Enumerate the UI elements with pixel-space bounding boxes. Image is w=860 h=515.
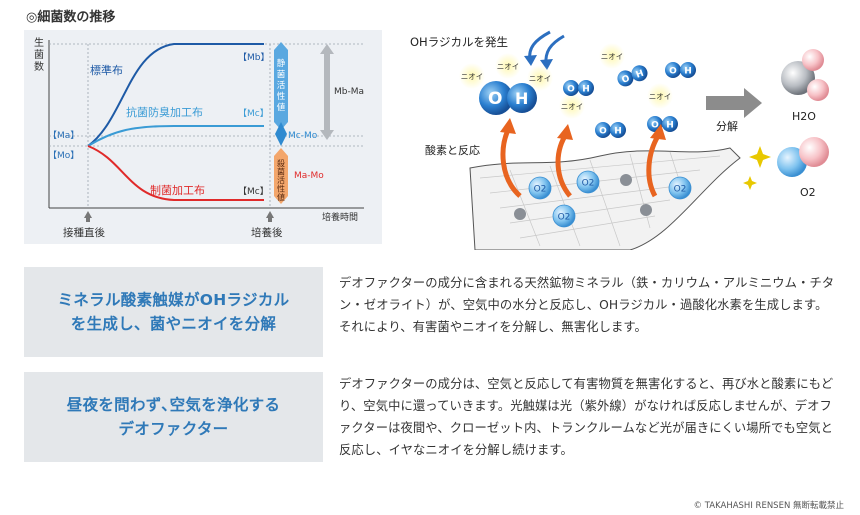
oh-big-h	[507, 83, 537, 113]
y-axis-label-vertical: 生 菌 数	[34, 36, 44, 73]
bacteria-count-chart: 生 菌 数 【Ma】 【Mo】 標準布 抗菌防臭加工布 制菌加工布 【Mb】 【…	[24, 30, 382, 244]
odor-glow	[527, 65, 553, 91]
react-oxygen-label: 酸素と反応	[425, 143, 480, 157]
vertical-char: 菌	[277, 69, 286, 80]
odor-label: ニオイ	[461, 72, 484, 81]
svg-text:H: H	[684, 67, 692, 77]
odor-glow	[647, 83, 673, 109]
odor-label: ニオイ	[529, 74, 552, 83]
o2-bubble	[668, 176, 692, 200]
vertical-char: 性	[277, 184, 285, 194]
svg-text:数: 数	[34, 60, 44, 73]
svg-text:H: H	[614, 127, 622, 137]
reaction-arrows	[500, 128, 661, 198]
o2-bubble-label: O2	[558, 213, 571, 223]
fabric-sheet	[469, 147, 741, 251]
svg-text:O: O	[599, 127, 607, 137]
o2-bubble	[576, 170, 600, 194]
h2o-label: H2O	[792, 110, 816, 123]
x-marker-after-culture: 培養後	[251, 226, 283, 239]
odor-glow	[559, 93, 585, 119]
oh-generation-label: OHラジカルを発生	[410, 35, 508, 49]
svg-text:O: O	[669, 67, 677, 77]
series-label-standard: 標準布	[90, 63, 123, 77]
o2-bubble-label: O2	[582, 179, 595, 189]
odor-label: ニオイ	[649, 92, 672, 101]
o2-bubble-label: O2	[674, 185, 687, 195]
o2-bubble-label: O2	[534, 185, 547, 195]
feature-text-2: デオファクターの成分は、空気と反応して有害物質を無害化すると、再び水と酸素にもど…	[339, 377, 834, 457]
vertical-char: 静	[277, 58, 286, 69]
odor-glow	[599, 43, 625, 69]
odor-label: ニオイ	[497, 62, 520, 71]
odor-label: ニオイ	[561, 102, 584, 111]
feature-heading-1: ミネラル酸素触媒がOHラジカル を生成し、菌やニオイを分解	[57, 291, 290, 333]
section-title: ◎細菌数の推移	[26, 10, 116, 25]
end-label-mc-bactericidal: 【Mc】	[238, 186, 269, 197]
mb-ma-label: Mb-Ma	[334, 87, 364, 97]
vertical-char: 活	[277, 175, 285, 185]
tick-label-ma: 【Ma】	[48, 130, 79, 141]
o2-bubble	[528, 176, 552, 200]
copyright: © TAKAHASHI RENSEN 無断転載禁止	[693, 501, 844, 511]
vertical-char: 性	[277, 91, 286, 102]
x-axis-label: 培養時間	[322, 211, 358, 223]
series-line-standard	[87, 43, 264, 147]
odor-glow	[459, 63, 485, 89]
vertical-char: 殺	[277, 158, 285, 168]
mc-mo-label: Mc-Mo	[288, 131, 318, 141]
end-label-mb: 【Mb】	[238, 52, 269, 63]
svg-text:H: H	[635, 69, 646, 81]
o2-label: O2	[800, 186, 816, 199]
series-line-antibacterial	[87, 125, 264, 147]
oh-big-o	[479, 81, 513, 115]
svg-text:H: H	[582, 85, 590, 95]
svg-text:O: O	[567, 85, 575, 95]
svg-text:H: H	[515, 89, 528, 108]
svg-text:生: 生	[34, 36, 44, 49]
odor-label: ニオイ	[601, 52, 624, 61]
series-label-antibacterial: 抗菌防臭加工布	[126, 105, 203, 119]
feature-text-1: デオファクターの成分に含まれる天然鉱物ミネラル（鉄・カリウム・アルミニウム・チタ…	[339, 276, 835, 334]
tick-label-mo: 【Mo】	[48, 150, 79, 161]
bacteria-spots	[514, 174, 652, 220]
vertical-char: 菌	[277, 167, 285, 177]
feature-heading-2: 昼夜を問わず､空気を浄化する デオファクター	[66, 396, 281, 438]
o2-bubble	[552, 204, 576, 228]
svg-text:O: O	[651, 121, 659, 131]
static-activity-bracket	[274, 50, 288, 122]
decompose-label: 分解	[716, 119, 738, 133]
feature-heading-box-2: 昼夜を問わず､空気を浄化する デオファクター	[24, 372, 323, 462]
feature-heading-box-1: ミネラル酸素触媒がOHラジカル を生成し、菌やニオイを分解	[24, 267, 323, 357]
series-label-bactericidal: 制菌加工布	[150, 184, 205, 197]
end-label-mc-antibacterial: 【Mc】	[238, 108, 269, 119]
vertical-char: 活	[277, 80, 286, 91]
odor-glow	[495, 53, 521, 79]
svg-text:O: O	[488, 89, 502, 109]
ma-mo-label: Ma-Mo	[294, 171, 324, 181]
bactericidal-activity-bracket	[274, 156, 288, 196]
svg-text:菌: 菌	[34, 49, 44, 61]
svg-text:H: H	[666, 121, 674, 131]
vertical-char: 値	[277, 192, 285, 202]
vertical-char: 値	[277, 102, 286, 113]
x-marker-after-inoculation: 接種直後	[63, 226, 105, 239]
series-line-bactericidal	[87, 145, 264, 201]
svg-text:O: O	[621, 74, 632, 86]
